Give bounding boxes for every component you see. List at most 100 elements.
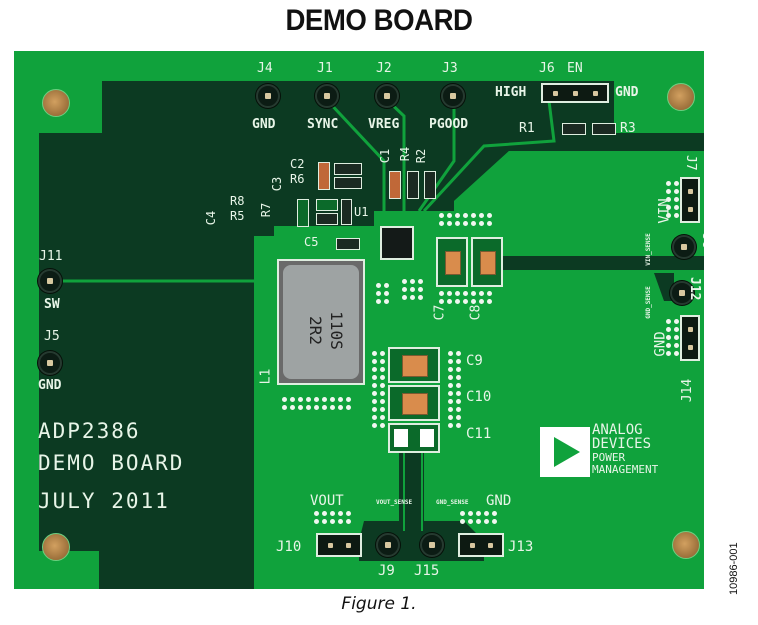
trace-sync [324, 97, 386, 216]
test-point-j8[interactable] [672, 235, 696, 259]
copper-pour-layer [39, 81, 704, 589]
label-vreg: VREG [368, 117, 400, 132]
label-en: EN [567, 61, 583, 76]
label-j7: J7 [683, 155, 698, 171]
label-pgood: PGOOD [429, 117, 469, 132]
test-point-j9[interactable] [376, 533, 400, 557]
label-c10: C10 [466, 389, 492, 405]
figure-caption: Figure 1. [341, 594, 417, 614]
label-gnd-sense-bottom: GND_SENSE [436, 499, 469, 506]
label-c5: C5 [304, 235, 319, 249]
label-r3: R3 [620, 121, 636, 136]
label-gnd-left: GND [38, 378, 62, 393]
label-c3: C3 [270, 176, 285, 192]
product-date: JULY 2011 [38, 489, 170, 513]
label-j5: J5 [44, 329, 60, 344]
pin-1 [553, 91, 558, 96]
label-c1: C1 [378, 148, 393, 164]
test-point-j11[interactable] [38, 269, 62, 293]
capacitor-c10 [388, 385, 440, 421]
via-array-ic [402, 279, 423, 300]
capacitor-c7 [436, 237, 468, 287]
test-point-j4[interactable] [256, 84, 280, 108]
label-j10: J10 [276, 539, 302, 555]
label-vin: VIN [656, 198, 673, 224]
pin-2 [688, 207, 693, 212]
label-l1: L1 [258, 368, 274, 385]
green-island-input [454, 151, 634, 241]
capacitor-c3 [341, 199, 352, 225]
via-array-input-bottom [439, 291, 492, 304]
product-board-label: DEMO BOARD [38, 451, 185, 475]
label-gnd-en: GND [615, 85, 639, 100]
test-point-j15[interactable] [420, 533, 444, 557]
via-array-out-right [448, 351, 461, 428]
capacitor-c1 [389, 171, 401, 199]
label-r5: R5 [230, 209, 245, 223]
logo-line-management: MANAGEMENT [592, 463, 659, 476]
resistor-r6b [334, 177, 362, 189]
pin-2 [488, 543, 493, 548]
label-r8: R8 [230, 194, 245, 208]
product-name: ADP2386 [38, 419, 141, 443]
label-gnd-bottom: GND [486, 493, 512, 509]
label-j1: J1 [317, 61, 333, 76]
test-point-j12[interactable] [670, 281, 694, 305]
analog-devices-logo [540, 427, 590, 477]
label-high: HIGH [495, 85, 527, 100]
inductor-marking-2r2: 2R2 [305, 316, 325, 345]
label-j9: J9 [378, 563, 395, 579]
header-j14[interactable] [680, 315, 700, 361]
label-r7: R7 [259, 202, 274, 218]
label-c7: C7 [432, 304, 448, 321]
label-vout: VOUT [310, 493, 344, 509]
via-array-gnd-bottom [460, 511, 497, 524]
test-point-j3[interactable] [441, 84, 465, 108]
test-point-j1[interactable] [315, 84, 339, 108]
pin-2 [346, 543, 351, 548]
header-j7[interactable] [680, 177, 700, 223]
label-j11: J11 [39, 249, 63, 264]
label-r4: R4 [398, 146, 413, 162]
pcb-board: J4 J1 J2 J3 GND SYNC VREG PGOOD J6 EN HI… [14, 51, 704, 589]
label-c9: C9 [466, 353, 483, 369]
pin-1 [688, 189, 693, 194]
label-c4: C4 [204, 210, 219, 226]
page-heading: DEMO BOARD [285, 4, 473, 37]
test-point-j5[interactable] [38, 351, 62, 375]
via-array-ic-left [376, 283, 389, 304]
dark-plane-right-edge [639, 136, 704, 151]
via-array-vout [314, 511, 351, 524]
label-gnd-right: GND [652, 331, 669, 357]
label-j2: J2 [376, 61, 392, 76]
header-j10[interactable] [316, 533, 362, 557]
via-array-gnd-right [666, 319, 679, 356]
ic-u1 [380, 226, 414, 260]
label-c11: C11 [466, 426, 492, 442]
label-j3: J3 [442, 61, 458, 76]
label-sync: SYNC [307, 117, 339, 132]
via-array-vin [666, 181, 679, 218]
resistor-r7 [297, 199, 309, 227]
logo-line-power: POWER [592, 451, 626, 464]
label-vout-sense: VOUT_SENSE [376, 499, 413, 506]
inductor-marking-110s: 110S [326, 311, 346, 350]
label-j6: J6 [539, 61, 555, 76]
label-j13: J13 [508, 539, 534, 555]
capacitor-c2 [318, 162, 330, 190]
trace-en [422, 100, 556, 213]
capacitor-c8 [471, 237, 503, 287]
pin-3 [593, 91, 598, 96]
resistor-r1 [562, 123, 586, 135]
pin-1 [688, 327, 693, 332]
label-j12: J12 [687, 277, 702, 301]
resistor-r4 [407, 171, 419, 199]
header-j13[interactable] [458, 533, 504, 557]
jumper-header-j6[interactable] [541, 83, 609, 103]
resistor-r3 [592, 123, 616, 135]
label-c2: C2 [290, 157, 305, 171]
test-point-j2[interactable] [375, 84, 399, 108]
trace-vin-sense-dark [494, 256, 704, 270]
label-r6: R6 [290, 172, 305, 186]
green-island-output [254, 341, 662, 589]
